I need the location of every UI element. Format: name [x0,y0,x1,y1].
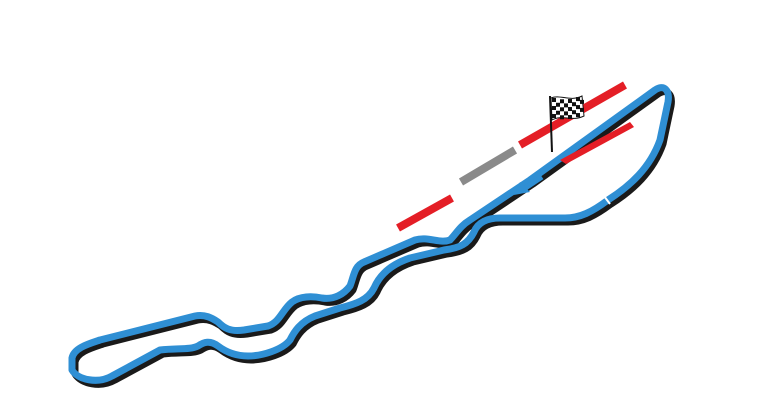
start-finish-line [603,195,611,205]
flag-check [556,102,560,107]
flag-check [576,105,580,110]
barrier-red-left [396,194,454,232]
flag-check [580,107,584,112]
flag-check [576,97,580,102]
barrier-gray [458,146,518,186]
flag-check [560,107,564,112]
flag-check [568,107,572,112]
flag-check [552,114,556,118]
flag-check [568,115,572,120]
flag-check [552,106,556,110]
track [68,84,672,384]
flag-check [572,102,576,107]
flag-check [560,99,564,104]
flag-check [572,110,576,115]
flag-check [556,110,560,115]
track-shadow [71,88,675,388]
flag-check [564,111,568,116]
flag-check [576,113,580,118]
flag-check [560,115,564,120]
direction-arrow-icon [514,174,544,195]
flag-check [580,99,584,104]
flag-check [564,103,568,108]
pit-lane-barrier [560,122,634,164]
flag-check [552,98,556,102]
flag-check [568,99,572,104]
checkered-flag-icon [549,95,585,153]
